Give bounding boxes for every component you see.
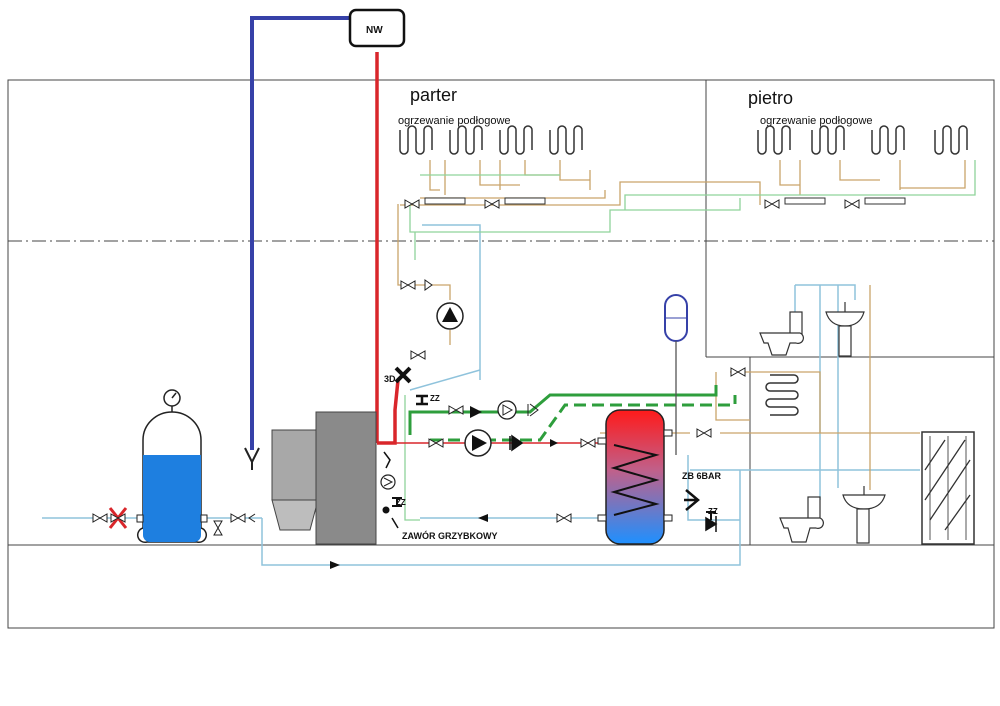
ball-valve-icon: [213, 520, 223, 536]
pipework-green: [408, 385, 737, 442]
safety-valve: ZB 6BAR ZZ: [682, 471, 722, 532]
ball-valve-icon: [230, 513, 246, 523]
boiler: [271, 411, 377, 545]
flow-arrow: [248, 513, 256, 523]
building-outline: [7, 79, 995, 629]
ball-valve-icon: [580, 438, 596, 448]
closed-expansion-vessel: [136, 389, 208, 544]
ball-valve-icon: [556, 513, 572, 523]
radiator-coil-icon: [871, 125, 905, 155]
open-expansion-vessel: NW: [244, 8, 406, 470]
ball-valve-icon: [110, 513, 126, 523]
radiator-coil-icon: [549, 125, 583, 155]
ball-valve-icon: [696, 428, 712, 438]
zz-label: ZZ: [396, 498, 406, 507]
ball-valve-icon: [92, 513, 108, 523]
underfloor-loops-upper: [757, 125, 968, 155]
check-valve-icon: [424, 279, 433, 291]
check-valve-icon: [527, 403, 539, 417]
hot-water-tank: [597, 409, 673, 545]
ball-valve-icon: [404, 199, 420, 209]
dhw-expansion-vessel: [664, 294, 688, 455]
zz-label: ZZ: [708, 507, 718, 516]
sink-icon: [842, 486, 886, 544]
radiator-coil-icon: [811, 125, 845, 155]
ball-valve-icon: [400, 280, 416, 290]
toilet-icon: [759, 311, 804, 356]
pipework-tan: [397, 160, 966, 490]
sink-icon: [825, 302, 865, 357]
pipework-pale-green: [404, 160, 976, 521]
pump-icon: [464, 429, 492, 457]
flow-arrow: [550, 439, 558, 447]
crossed-valve: [108, 507, 128, 529]
underfloor-upper-label: ogrzewanie podłogowe: [760, 115, 873, 127]
check-valve-icon: [470, 406, 482, 418]
underfloor-ground-label: ogrzewanie podłogowe: [398, 115, 511, 127]
three-way-valve-label: 3D: [384, 374, 396, 384]
flow-arrow: [330, 561, 340, 569]
toilet-icon: [779, 496, 824, 543]
nw-label: NW: [366, 25, 383, 36]
ground-floor-title: parter: [410, 85, 457, 105]
underfloor-loops-ground: [399, 125, 583, 155]
towel-radiator: [730, 367, 799, 416]
safety-valve-label: ZB 6BAR: [682, 471, 722, 481]
zz-valve-lower: [392, 497, 402, 507]
ball-valve-icon: [764, 199, 780, 209]
zz-label: ZZ: [430, 394, 440, 403]
radiator-coil-icon: [399, 125, 433, 155]
flow-arrow: [478, 514, 488, 522]
upper-floor-title: pietro: [748, 88, 793, 108]
manifolds: [424, 197, 906, 205]
radiator-coil-icon: [934, 125, 968, 155]
boiler-return-group: ZZ ZAWÓR GRZYBKOWY: [380, 451, 498, 541]
ball-valve-icon: [730, 367, 746, 377]
check-valve-icon: [705, 516, 718, 532]
pipework-red: [375, 52, 400, 445]
ball-valve-icon: [410, 350, 426, 360]
radiator-coil-icon: [449, 125, 483, 155]
pump-icon: [436, 302, 464, 330]
check-valve-icon: [509, 434, 524, 452]
ball-valve-icon: [484, 199, 500, 209]
pump-icon: [497, 400, 517, 420]
radiator-coil-icon: [499, 125, 533, 155]
tank-coil: [610, 444, 660, 516]
shower-cabin-icon: [921, 431, 975, 545]
three-way-valve: 3D: [384, 366, 412, 384]
zz-valve-upper: ZZ: [416, 394, 440, 406]
zz-valve-tank: [706, 511, 716, 520]
mushroom-valve-label: ZAWÓR GRZYBKOWY: [402, 530, 498, 541]
ball-valve-icon: [844, 199, 860, 209]
radiator-coil-icon: [757, 125, 791, 155]
